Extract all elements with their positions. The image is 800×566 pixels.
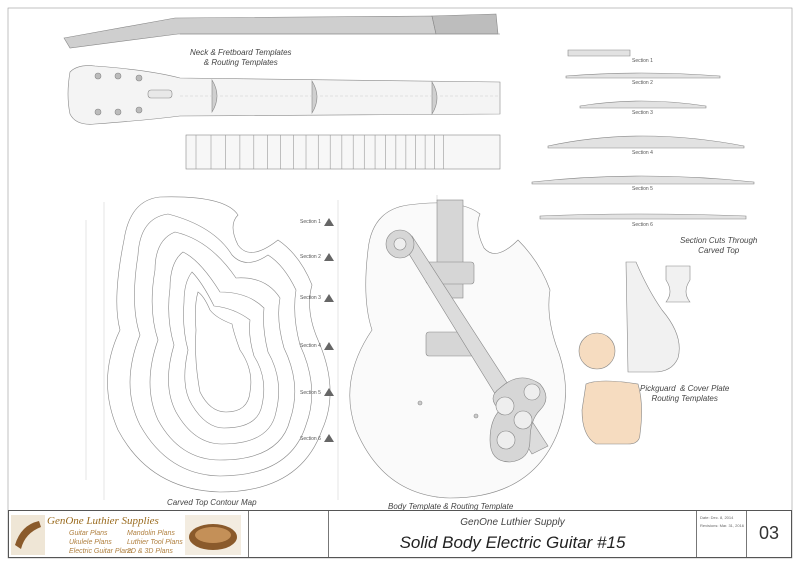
revision-text: Revisions: Mar. 31, 2016 [700, 523, 745, 528]
date-cell: Date: Dec. 8, 2014 Revisions: Mar. 31, 2… [697, 511, 747, 557]
page-border [7, 7, 793, 559]
neck-side-profile [63, 13, 500, 49]
notes-cell [249, 511, 329, 557]
marker-label: Section 2 [300, 254, 321, 260]
section-cut-profiles [531, 49, 755, 220]
marker-label: Section 4 [300, 343, 321, 349]
main-title-cell: GenOne Luthier Supply Solid Body Electri… [329, 511, 697, 557]
section-cut-label: Section 2 [632, 80, 653, 86]
logo-name: GenOne Luthier Supplies [47, 515, 159, 527]
marker-label: Section 6 [300, 436, 321, 442]
tuner-hole [94, 72, 102, 80]
section-cut-label: Section 4 [632, 150, 653, 156]
section-cuts-label: Section Cuts Through Carved Top [680, 236, 758, 255]
plan-item: Luthier Tool Plans [127, 539, 183, 546]
plan-item: 2D & 3D Plans [127, 548, 173, 555]
neck-plan-view [67, 65, 501, 125]
date-text: Date: Dec. 8, 2014 [700, 515, 734, 520]
section-marker-icon [324, 253, 334, 261]
plan-item: Ukulele Plans [69, 539, 112, 546]
plans-right: Mandolin Plans Luthier Tool Plans 2D & 3… [127, 529, 183, 556]
guitar-photo-icon [11, 515, 45, 555]
section-cut-label: Section 6 [632, 222, 653, 228]
body-template-label: Body Template & Routing Template [388, 502, 514, 511]
page-cell: 03 [747, 511, 791, 557]
plans-left: Guitar Plans Ukulele Plans Electric Guit… [69, 529, 132, 556]
neck-templates-label: Neck & Fretboard Templates & Routing Tem… [190, 48, 292, 67]
fretboard-template [185, 134, 501, 170]
body-template [349, 199, 566, 499]
tuner-hole [135, 106, 143, 114]
drawing-title: Solid Body Electric Guitar #15 [399, 533, 626, 552]
tuner-hole [114, 72, 122, 80]
carved-top-label: Carved Top Contour Map [167, 498, 257, 507]
tuner-hole [114, 108, 122, 116]
section-cut-label: Section 3 [632, 110, 653, 116]
marker-label: Section 5 [300, 390, 321, 396]
page-number: 03 [758, 523, 780, 543]
company-name: GenOne Luthier Supply [460, 517, 565, 528]
title-block: GenOne Luthier Supplies Guitar Plans Uku… [8, 510, 792, 558]
marker-label: Section 3 [300, 295, 321, 301]
guitar-body-photo-icon [185, 515, 241, 555]
section-marker-icon [324, 388, 334, 396]
section-cut-label: Section 5 [632, 186, 653, 192]
tuner-hole [135, 74, 143, 82]
section-marker-icon [324, 434, 334, 442]
section-markers [324, 218, 334, 442]
pickguard-templates [578, 261, 691, 445]
carved-top-contour-map [85, 196, 339, 500]
section-marker-icon [324, 294, 334, 302]
plan-item: Electric Guitar Plans [69, 548, 133, 555]
logo-cell: GenOne Luthier Supplies Guitar Plans Uku… [9, 511, 249, 557]
section-marker-icon [324, 218, 334, 226]
section-marker-icon [324, 342, 334, 350]
marker-label: Section 1 [300, 219, 321, 225]
pickguard-label: Pickguard & Cover Plate Routing Template… [640, 384, 730, 403]
plan-item: Guitar Plans [69, 530, 108, 537]
section-cut-label: Section 1 [632, 58, 653, 64]
plan-item: Mandolin Plans [127, 530, 175, 537]
tuner-hole [94, 108, 102, 116]
